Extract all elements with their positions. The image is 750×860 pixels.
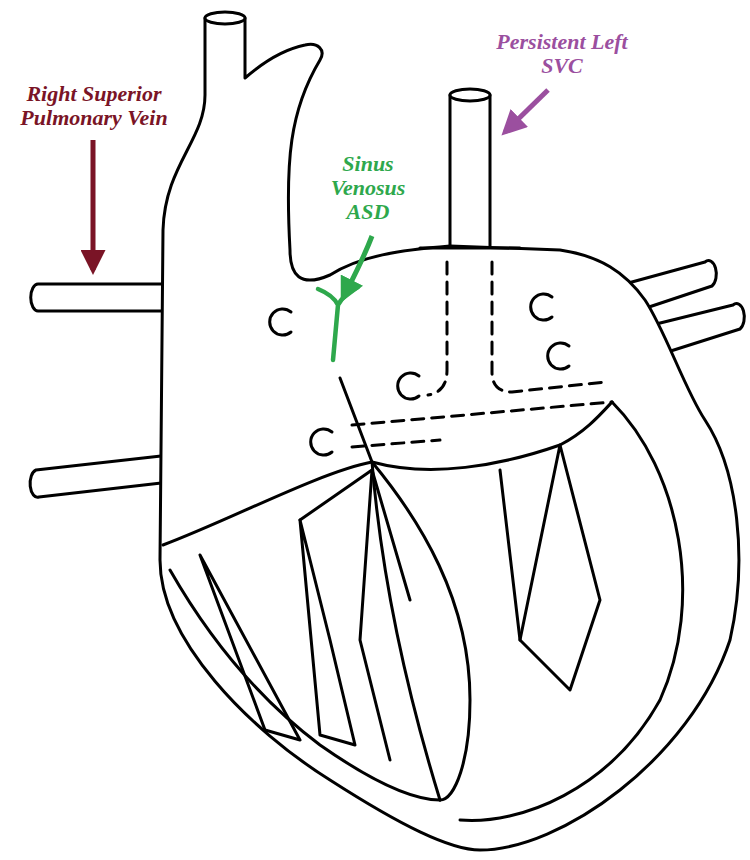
- chordae: [300, 470, 410, 600]
- vessel-opening: [548, 343, 569, 369]
- defect-mark: [318, 287, 358, 360]
- papillary-muscle: [520, 445, 600, 690]
- papillary-muscle: [300, 520, 355, 745]
- ventricle-wall: [460, 402, 683, 820]
- callout-label: Right Superior Pulmonary Vein: [6, 82, 182, 130]
- leader-arrow: [91, 140, 96, 270]
- vessel-opening: [531, 294, 552, 320]
- dashed-course: [352, 402, 612, 425]
- atrium-edge: [420, 247, 520, 250]
- papillary-muscle: [200, 555, 300, 740]
- atrial-septum: [340, 378, 372, 462]
- svc-tube: [450, 95, 490, 252]
- dashed-course: [352, 440, 440, 447]
- leader-arrow: [505, 90, 548, 132]
- ventricle-wall: [170, 570, 440, 800]
- dashed-course: [428, 262, 447, 395]
- dashed-course: [492, 262, 605, 392]
- heart-outline: [160, 18, 739, 850]
- chordae: [500, 470, 520, 640]
- leader-arrow: [343, 236, 372, 298]
- mitral-plane: [372, 402, 612, 469]
- vessel-opening: [270, 309, 291, 335]
- tricuspid-plane: [163, 462, 372, 545]
- svc-opening: [450, 89, 490, 101]
- callout-label: Persistent Left SVC: [492, 30, 632, 78]
- callout-label: Sinus Venosus ASD: [318, 152, 418, 225]
- vessel-opening: [398, 373, 419, 399]
- aorta-opening: [205, 12, 245, 24]
- vessel-opening: [311, 429, 332, 455]
- ventricular-septum: [372, 462, 440, 800]
- vein-tube: [31, 284, 170, 311]
- vein-tube: [30, 455, 170, 497]
